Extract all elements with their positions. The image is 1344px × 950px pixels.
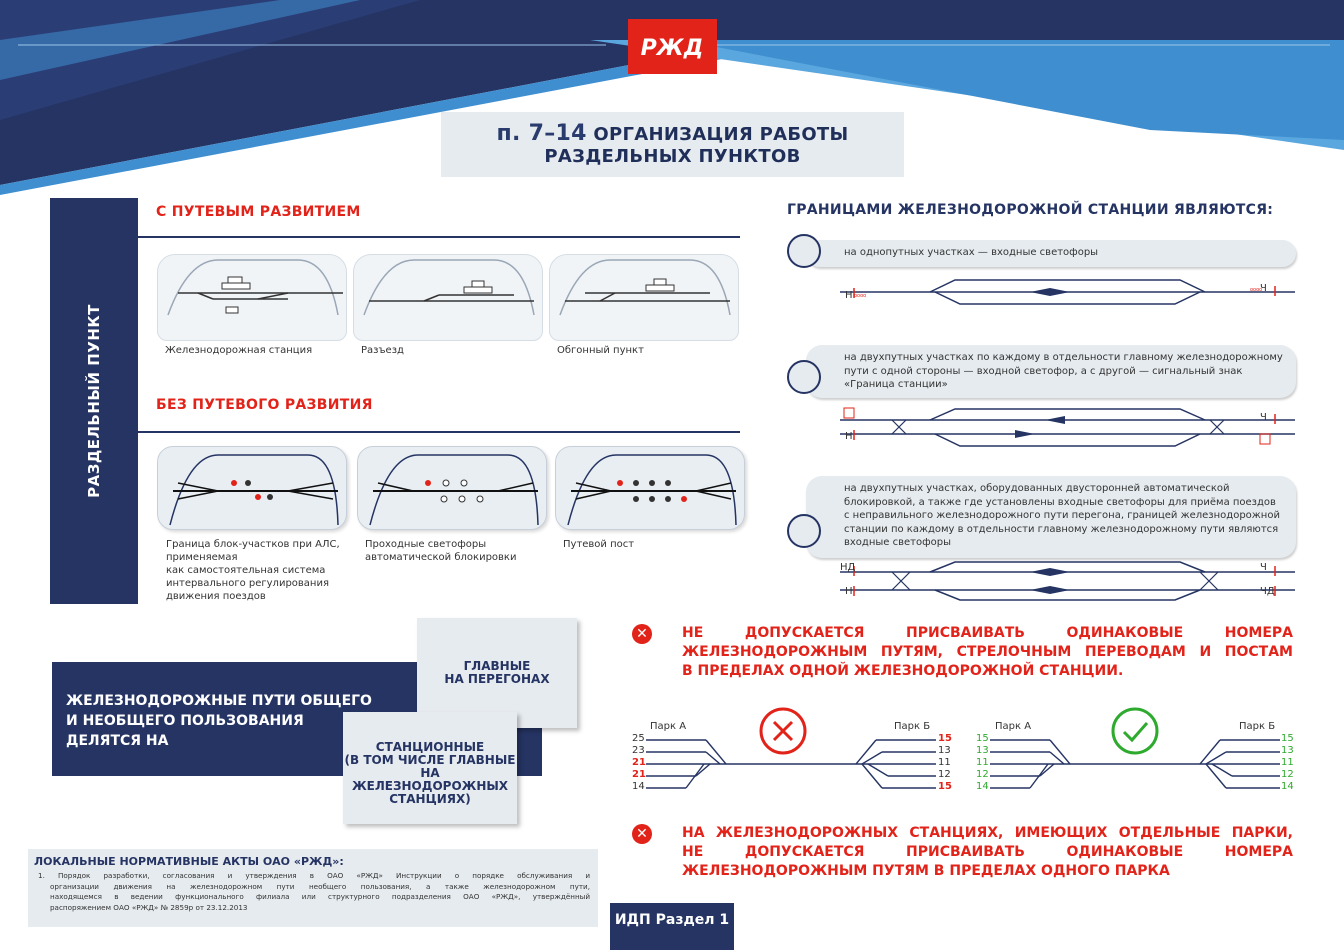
- station-tracks-l4: СТАНЦИЯХ): [389, 792, 471, 806]
- signal-n: Н: [845, 290, 853, 301]
- divider: [138, 236, 740, 238]
- prohibited-icon: ✕: [632, 824, 652, 844]
- title-line1: ОРГАНИЗАЦИЯ РАБОТЫ: [593, 124, 849, 145]
- wrong-right-numbers: 15 13 11 12 15: [938, 733, 952, 792]
- warning-1: НЕ ДОПУСКАЕТСЯ ПРИСВАИВАТЬ ОДИНАКОВЫЕ НО…: [682, 624, 1293, 681]
- passing-point-scheme-icon: [559, 259, 731, 316]
- rzd-logo: РЖД: [628, 19, 717, 74]
- station-tracks-l1: СТАНЦИОННЫЕ: [375, 740, 485, 754]
- caption-passing-point: Обгонный пункт: [557, 345, 644, 356]
- local-acts-title: ЛОКАЛЬНЫЕ НОРМАТИВНЫЕ АКТЫ ОАО «РЖД»:: [34, 855, 344, 868]
- caption-station: Железнодорожная станция: [165, 345, 313, 356]
- local-acts-line4: распоряжением ОАО «РЖД» № 2859р от 23.12…: [50, 902, 248, 912]
- caption-siding: Разъезд: [361, 345, 404, 356]
- signal-ch: Ч: [1260, 283, 1267, 294]
- station-scheme-icon: [167, 259, 343, 316]
- signal-ch: Ч: [1260, 412, 1267, 423]
- header-banner: [0, 0, 1344, 195]
- main-tracks-l2: НА ПЕРЕГОНАХ: [444, 672, 550, 686]
- wrong-park-scheme: [646, 739, 936, 789]
- separation-point-band: [50, 198, 138, 604]
- local-acts-line3: находящемся в ведении функционального фи…: [50, 892, 590, 901]
- caption-track-post: Путевой пост: [563, 539, 635, 550]
- tracks-text-line3: ДЕЛЯТСЯ НА: [66, 733, 169, 749]
- caption-block-border: Граница блок-участков при АЛС, применяем…: [166, 539, 340, 602]
- separation-point-label: РАЗДЕЛЬНЫЙ ПУНКТ: [85, 304, 103, 498]
- siding-thumb: [353, 254, 543, 341]
- warning-1-line1: НЕ ДОПУСКАЕТСЯ ПРИСВАИВАТЬ ОДИНАКОВЫЕ НО…: [682, 625, 1293, 641]
- boundary-scheme-3: [840, 561, 1295, 601]
- siding-scheme-icon: [363, 259, 535, 316]
- signal-n: Н: [845, 431, 853, 442]
- warning-2: НА ЖЕЛЕЗНОДОРОЖНЫХ СТАНЦИЯХ, ИМЕЮЩИХ ОТД…: [682, 824, 1293, 881]
- boundary-scheme-1: oooo oooo: [840, 279, 1295, 305]
- park-a-label: Парк А: [995, 721, 1032, 732]
- section-label: ИДП Раздел 1: [610, 903, 734, 950]
- warning-1-line3: В ПРЕДЕЛАХ ОДНОЙ ЖЕЛЕЗНОДОРОЖНОЙ СТАНЦИИ…: [682, 663, 1124, 679]
- tracks-text-line1: ЖЕЛЕЗНОДОРОЖНЫЕ ПУТИ ОБЩЕГО: [66, 693, 372, 709]
- block-border-thumb: [157, 446, 347, 530]
- signal-ch: Ч: [1260, 562, 1267, 573]
- tracks-text-line2: И НЕОБЩЕГО ПОЛЬЗОВАНИЯ: [66, 713, 304, 729]
- boundary-scheme-2: [840, 407, 1295, 447]
- warning-2-line3: ЖЕЛЕЗНОДОРОЖНЫМ ПУТЯМ В ПРЕДЕЛАХ ОДНОГО …: [682, 863, 1170, 879]
- station-tracks-l2: (В ТОМ ЧИСЛЕ ГЛАВНЫЕ: [344, 753, 516, 767]
- local-acts-line1: 1. Порядок разработки, согласования и ут…: [38, 871, 590, 880]
- main-tracks-box: ГЛАВНЫЕ НА ПЕРЕГОНАХ: [417, 618, 577, 728]
- page-title: п. 7–14 ОРГАНИЗАЦИЯ РАБОТЫ РАЗДЕЛЬНЫХ ПУ…: [441, 112, 904, 177]
- park-b-label: Парк Б: [1239, 721, 1276, 732]
- boundaries-title: ГРАНИЦАМИ ЖЕЛЕЗНОДОРОЖНОЙ СТАНЦИИ ЯВЛЯЮТ…: [787, 202, 1274, 218]
- park-b-label: Парк Б: [894, 721, 931, 732]
- main-tracks-l1: ГЛАВНЫЕ: [463, 659, 531, 673]
- track-post-scheme-icon: [567, 454, 737, 526]
- pill-circle-icon: [787, 514, 821, 548]
- station-tracks-l3: НА ЖЕЛЕЗНОДОРОЖНЫХ: [351, 766, 509, 793]
- signal-nd: НД: [840, 562, 856, 573]
- divider: [138, 431, 740, 433]
- wrong-icon: [759, 707, 807, 755]
- with-tracks-title: С ПУТЕВЫМ РАЗВИТИЕМ: [156, 204, 361, 220]
- svg-text:РЖД: РЖД: [641, 36, 704, 61]
- block-border-scheme-icon: [169, 454, 339, 526]
- track-post-thumb: [555, 446, 745, 530]
- signal-chd: ЧД: [1260, 586, 1275, 597]
- title-number: п. 7–14: [496, 121, 587, 146]
- boundary-item-3: на двухпутных участках, оборудованных дв…: [806, 476, 1296, 558]
- warning-2-line1: НА ЖЕЛЕЗНОДОРОЖНЫХ СТАНЦИЯХ, ИМЕЮЩИХ ОТД…: [682, 825, 1293, 841]
- check-icon: [1111, 707, 1159, 755]
- right-park-scheme: [990, 739, 1280, 789]
- caption-auto-block: Проходные светофоры автоматической блоки…: [365, 539, 517, 563]
- warning-2-line2: НЕ ДОПУСКАЕТСЯ ПРИСВАИВАТЬ ОДИНАКОВЫЕ НО…: [682, 844, 1293, 860]
- station-thumb: [157, 254, 347, 341]
- prohibited-icon: ✕: [632, 624, 652, 644]
- local-acts-box: ЛОКАЛЬНЫЕ НОРМАТИВНЫЕ АКТЫ ОАО «РЖД»: 1.…: [28, 849, 598, 927]
- auto-block-thumb: [357, 446, 547, 530]
- wrong-left-numbers: 25 23 21 21 14: [632, 733, 646, 792]
- park-a-label: Парк А: [650, 721, 687, 732]
- pill-circle-icon: [787, 234, 821, 268]
- right-left-numbers: 15 13 11 12 14: [976, 733, 989, 792]
- auto-block-scheme-icon: [369, 454, 539, 526]
- svg-text:oooo: oooo: [854, 293, 866, 299]
- svg-text:oooo: oooo: [1250, 287, 1262, 293]
- without-tracks-title: БЕЗ ПУТЕВОГО РАЗВИТИЯ: [156, 397, 373, 413]
- boundary-item-1: на однопутных участках — входные светофо…: [806, 240, 1296, 267]
- pill-circle-icon: [787, 360, 821, 394]
- local-acts-line2: организации движения на железнодорожном …: [50, 881, 590, 891]
- right-right-numbers: 15 13 11 12 14: [1281, 733, 1294, 792]
- boundary-item-2: на двухпутных участках по каждому в отде…: [806, 345, 1296, 398]
- passing-point-thumb: [549, 254, 739, 341]
- station-tracks-box: СТАНЦИОННЫЕ (В ТОМ ЧИСЛЕ ГЛАВНЫЕ НА ЖЕЛЕ…: [343, 712, 517, 824]
- warning-1-line2: ЖЕЛЕЗНОДОРОЖНЫМ ПУТЯМ, СТРЕЛОЧНЫМ ПЕРЕВО…: [682, 644, 1293, 660]
- title-line2: РАЗДЕЛЬНЫХ ПУНКТОВ: [544, 146, 801, 167]
- signal-n: Н: [845, 586, 853, 597]
